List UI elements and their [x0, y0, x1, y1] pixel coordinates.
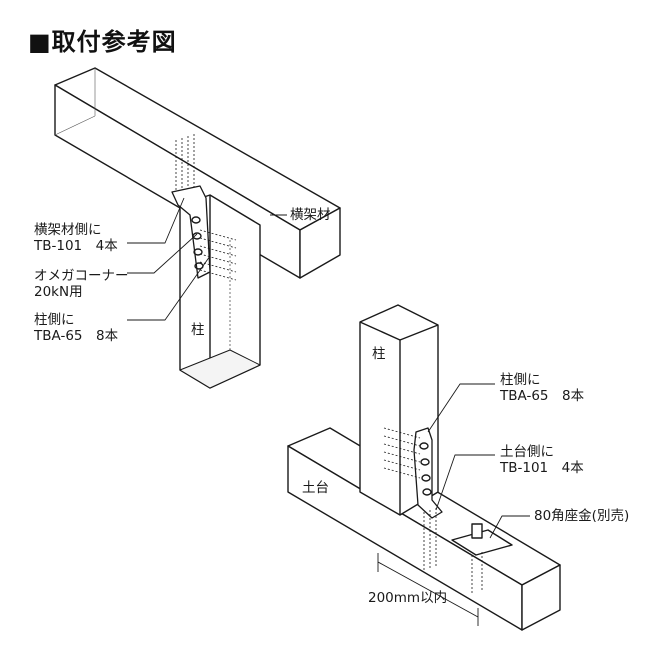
callout-beam-screws-line2: TB-101 4本 [34, 238, 118, 254]
sill-label: 土台 [302, 480, 329, 496]
anchor-bolt-drawing [451, 523, 513, 595]
callout-beam-screws-line1: 横架材側に [34, 222, 102, 238]
callout-column-screws-line1: 柱側に [34, 312, 75, 328]
callout-washer: 80角座金(別売) [534, 508, 630, 524]
dimension-label: 200mm以内 [368, 590, 448, 606]
bottom-column-label: 柱 [372, 346, 386, 362]
callout-bottom-column-screws-line1: 柱側に [500, 372, 541, 388]
callout-bottom-column-screws-line2: TBA-65 8本 [500, 388, 585, 404]
callout-column-screws-line2: TBA-65 8本 [34, 328, 119, 344]
page-title: ■取付参考図 [28, 28, 177, 56]
callout-leaders [127, 197, 530, 539]
callout-bracket-line2: 20kN用 [34, 284, 83, 300]
top-beam-screws [175, 134, 195, 200]
beam-label: 横架材 [290, 207, 331, 223]
callout-sill-screws-line2: TB-101 4本 [500, 460, 584, 476]
bottom-bracket-drawing [413, 427, 443, 519]
callout-bracket-line1: オメガコーナー [34, 268, 129, 284]
callout-sill-screws-line1: 土台側に [500, 444, 554, 460]
top-column-label: 柱 [191, 322, 205, 338]
bottom-sill-screws [423, 508, 437, 572]
dimension-line [377, 553, 479, 626]
